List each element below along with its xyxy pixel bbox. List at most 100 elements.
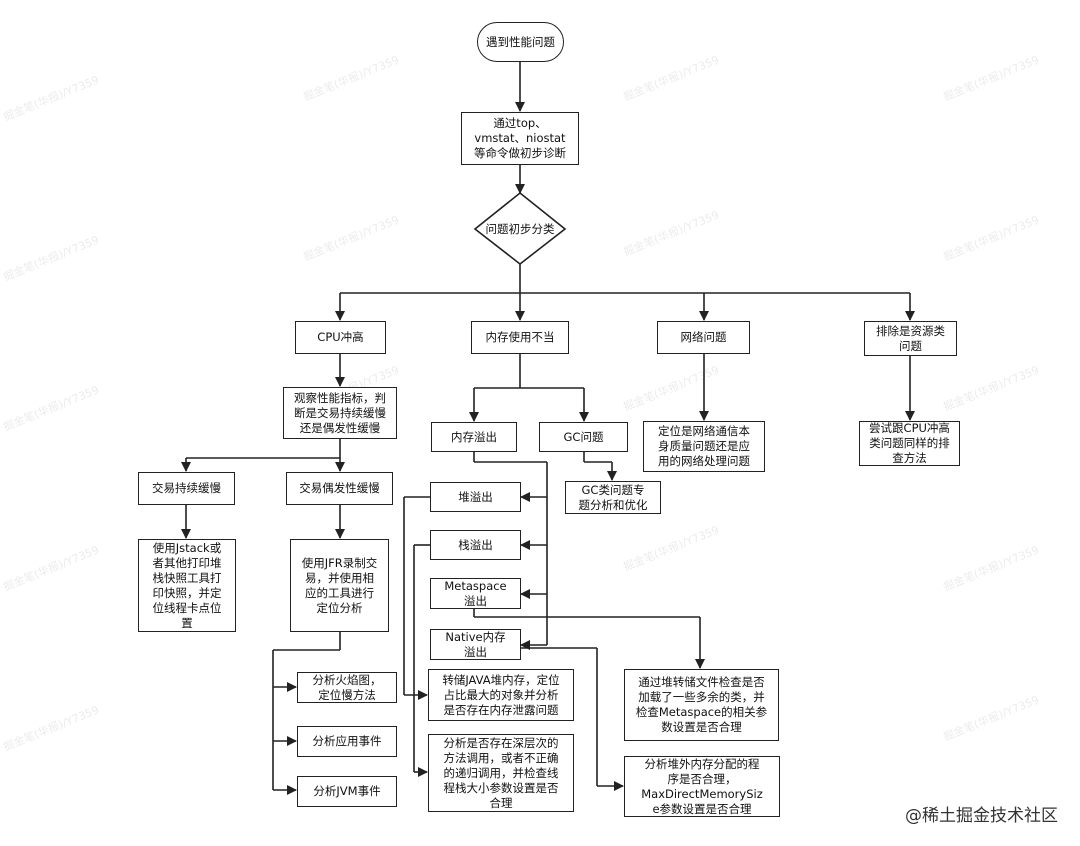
node-label-line: 观察性能指标，判 (294, 390, 386, 405)
node-label-line: 分析火焰图， (312, 672, 382, 687)
node-label: 排除是资源类问题 (876, 324, 945, 354)
node-label-line: 转储JAVA堆内存，定位 (442, 672, 560, 687)
node-label-line: 断是交易持续缓慢 (294, 405, 386, 420)
node-resource-try[interactable]: 尝试跟CPU冲高类问题同样的排查方法 (859, 421, 960, 466)
node-label: GC类问题专题分析和优化 (579, 483, 648, 513)
node-label: 使用JFR录制交易，并使用相应的工具进行定位分析 (302, 556, 378, 616)
node-flame-graph[interactable]: 分析火焰图，定位慢方法 (297, 672, 397, 703)
node-label-line: 栈快照工具打 (152, 570, 222, 585)
node-label-line: 溢出 (463, 593, 487, 608)
node-label-line: 序是否合理， (667, 771, 737, 786)
node-app-events[interactable]: 分析应用事件 (297, 726, 397, 757)
node-label-line: 占比最大的对象并分析 (443, 687, 559, 702)
node-classify-label[interactable]: 问题初步分类 (475, 221, 565, 237)
node-heap-overflow[interactable]: 堆溢出 (430, 482, 521, 512)
node-cpu-high[interactable]: CPU冲高 (295, 321, 386, 354)
node-label: 尝试跟CPU冲高类问题同样的排查方法 (869, 421, 950, 466)
node-label-line: 分析堆外内存分配的程 (644, 756, 760, 771)
node-native-overflow[interactable]: Native内存溢出 (430, 629, 521, 660)
node-label-line: vmstat、niostat (474, 131, 566, 145)
node-label-line: 通过堆转储文件检查是否 (638, 675, 765, 689)
node-sustained-slow[interactable]: 交易持续缓慢 (138, 472, 235, 505)
node-label-line: 者其他打印堆 (152, 555, 222, 570)
node-stack-overflow[interactable]: 栈溢出 (430, 530, 521, 560)
node-label-line: 问题 (899, 338, 922, 353)
node-label-line: 加载了一些多余的类，并 (638, 690, 765, 704)
node-label: 交易偶发性缓慢 (299, 481, 380, 496)
node-label-line: 是否存在内存泄露问题 (443, 702, 559, 717)
node-label: Native内存溢出 (445, 630, 505, 660)
node-label-line: Metaspace (444, 578, 507, 593)
node-label-line: 易，并使用相 (305, 570, 374, 585)
node-observe-metrics[interactable]: 观察性能指标，判断是交易持续缓慢还是偶发性缓慢 (283, 387, 397, 439)
node-label: 分析是否存在深层次的方法调用，或者不正确的递归调用，并检查线程栈大小参数设置是否… (444, 736, 559, 811)
node-label: 分析应用事件 (313, 734, 382, 749)
node-network-locate[interactable]: 定位是网络通信本身质量问题还是应用的网络处理问题 (643, 421, 765, 472)
node-label-line: Native内存 (445, 629, 506, 644)
node-label-line: 堆溢出 (458, 489, 493, 504)
node-label-line: 遇到性能问题 (486, 34, 555, 49)
node-jvm-events[interactable]: 分析JVM事件 (297, 776, 397, 807)
node-label: 栈溢出 (458, 538, 493, 553)
node-deep-call[interactable]: 分析是否存在深层次的方法调用，或者不正确的递归调用，并检查线程栈大小参数设置是否… (428, 734, 574, 812)
node-label-line: 等命令做初步诊断 (474, 146, 566, 160)
node-label-line: 题分析和优化 (578, 497, 648, 512)
node-label-line: 应的工具进行 (305, 585, 374, 600)
node-occasional-slow[interactable]: 交易偶发性缓慢 (286, 472, 393, 505)
node-gc-issue[interactable]: GC问题 (539, 422, 628, 452)
node-label: 遇到性能问题 (486, 35, 555, 50)
node-network-issue[interactable]: 网络问题 (657, 321, 750, 354)
node-memory-overflow[interactable]: 内存溢出 (431, 422, 517, 452)
node-label-line: 方法调用，或者不正确 (443, 750, 559, 765)
node-label-line: 内存溢出 (451, 429, 497, 444)
node-label: 转储JAVA堆内存，定位占比最大的对象并分析是否存在内存泄露问题 (442, 673, 559, 718)
node-label-line: 还是偶发性缓慢 (299, 420, 381, 435)
node-heap-dump[interactable]: 转储JAVA堆内存，定位占比最大的对象并分析是否存在内存泄露问题 (428, 669, 574, 721)
node-label: 观察性能指标，判断是交易持续缓慢还是偶发性缓慢 (294, 391, 386, 436)
node-label: GC问题 (564, 430, 604, 445)
node-label: 堆溢出 (458, 490, 493, 505)
site-credit: @稀土掘金技术社区 (905, 806, 1058, 826)
node-label-line: 合理 (489, 795, 513, 810)
node-label-line: 交易持续缓慢 (152, 481, 221, 495)
node-label: 网络问题 (681, 330, 727, 345)
node-label-line: 程栈大小参数设置是否 (443, 780, 559, 795)
node-label-line: 分析JVM事件 (313, 784, 381, 798)
node-jstack[interactable]: 使用Jstack或者其他打印堆栈快照工具打印快照，并定位线程卡点位置 (138, 539, 236, 632)
node-label-line: 查方法 (892, 451, 927, 465)
node-jfr[interactable]: 使用JFR录制交易，并使用相应的工具进行定位分析 (290, 539, 389, 632)
node-label: CPU冲高 (317, 330, 363, 345)
node-label-line: 内存使用不当 (485, 330, 555, 344)
node-gc-analysis[interactable]: GC类问题专题分析和优化 (565, 481, 661, 514)
node-metaspace-check[interactable]: 通过堆转储文件检查是否加载了一些多余的类，并检查Metaspace的相关参数设置… (624, 669, 779, 741)
node-start[interactable]: 遇到性能问题 (477, 22, 564, 62)
node-label-line: 交易偶发性缓慢 (299, 481, 380, 495)
classify-diamond (473, 191, 567, 266)
node-label-line: 通过top、 (493, 116, 547, 130)
node-label-line: MaxDirectMemorySiz (641, 786, 763, 801)
node-label-line: 定位分析 (316, 600, 363, 615)
node-label-line: 排除是资源类 (876, 323, 945, 338)
node-label-line: 置 (181, 615, 193, 630)
node-label: 内存溢出 (451, 430, 497, 445)
node-label-line: 印快照，并定 (152, 585, 222, 600)
node-label-line: 问题初步分类 (485, 222, 555, 236)
node-label-line: 的递归调用，并检查线 (443, 765, 559, 780)
node-label-line: 分析是否存在深层次的 (443, 735, 559, 750)
node-resource-issue[interactable]: 排除是资源类问题 (864, 321, 957, 356)
node-label-line: GC问题 (563, 429, 604, 444)
node-label-line: CPU冲高 (317, 330, 364, 344)
node-memory-misuse[interactable]: 内存使用不当 (471, 321, 569, 354)
node-label-line: 分析应用事件 (312, 734, 382, 748)
node-label-line: 使用JFR录制交 (301, 555, 378, 570)
node-label-line: 尝试跟CPU冲高 (869, 421, 950, 435)
node-label: 定位是网络通信本身质量问题还是应用的网络处理问题 (658, 424, 750, 469)
node-label: 通过堆转储文件检查是否加载了一些多余的类，并检查Metaspace的相关参数设置… (636, 675, 767, 735)
